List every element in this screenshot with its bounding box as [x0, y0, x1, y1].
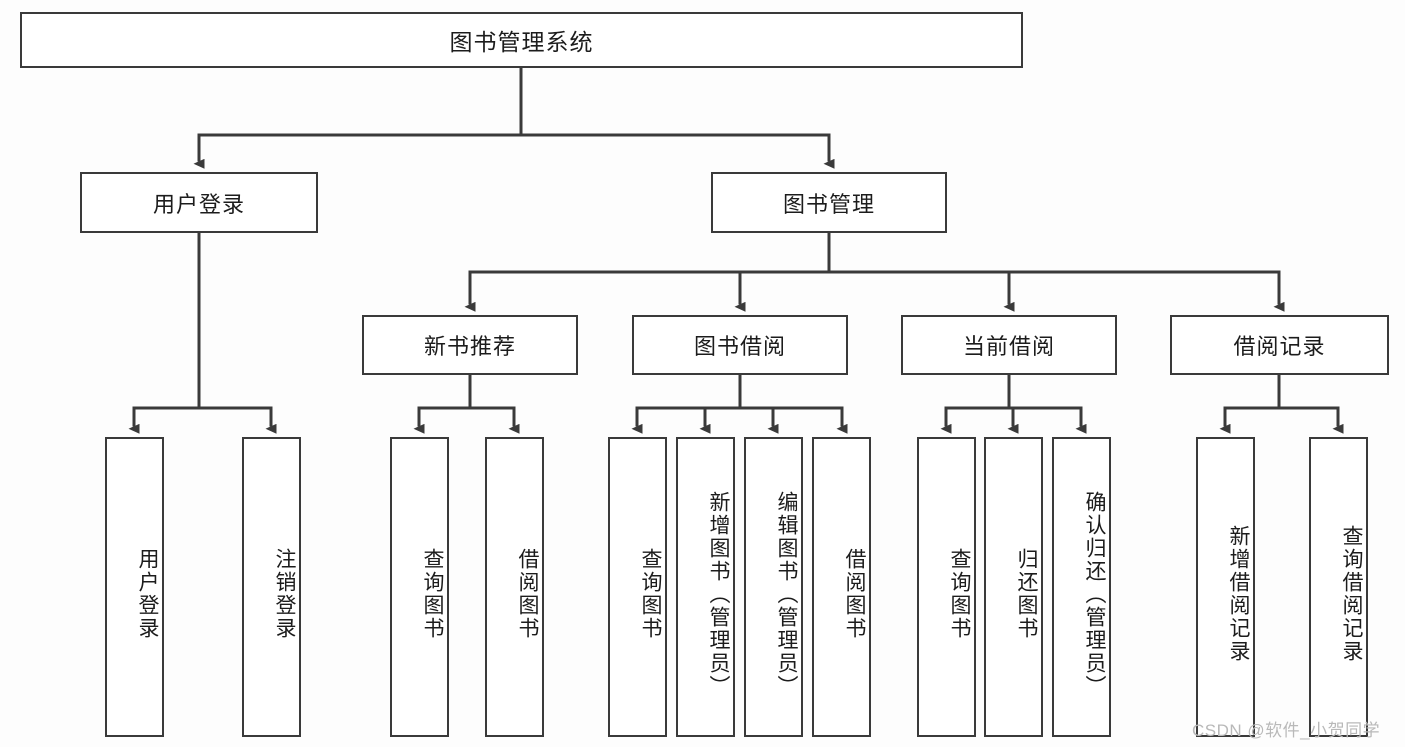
node-leaf-add-record[interactable]: 新增借阅记录	[1196, 437, 1255, 737]
node-leaf-borrow-book-2[interactable]: 借阅图书	[812, 437, 871, 737]
node-leaf-query-book-2[interactable]: 查询图书	[608, 437, 667, 737]
node-user-login[interactable]: 用户登录	[80, 172, 318, 233]
node-leaf-query-book-3[interactable]: 查询图书	[917, 437, 976, 737]
node-leaf-query-record[interactable]: 查询借阅记录	[1309, 437, 1368, 737]
node-leaf-query-book-1[interactable]: 查询图书	[390, 437, 449, 737]
node-leaf-edit-book[interactable]: 编辑图书（管理员）	[744, 437, 803, 737]
node-current-borrow[interactable]: 当前借阅	[901, 315, 1117, 375]
node-leaf-confirm-return[interactable]: 确认归还（管理员）	[1052, 437, 1111, 737]
node-new-book-recommend[interactable]: 新书推荐	[362, 315, 578, 375]
node-root-system[interactable]: 图书管理系统	[20, 12, 1023, 68]
node-leaf-logout-login[interactable]: 注销登录	[242, 437, 301, 737]
node-leaf-return-book[interactable]: 归还图书	[984, 437, 1043, 737]
node-book-borrow[interactable]: 图书借阅	[632, 315, 848, 375]
csdn-watermark: CSDN @软件_小贺同学	[1192, 721, 1381, 740]
node-borrow-record[interactable]: 借阅记录	[1170, 315, 1389, 375]
node-book-management[interactable]: 图书管理	[711, 172, 947, 233]
node-leaf-borrow-book-1[interactable]: 借阅图书	[485, 437, 544, 737]
node-leaf-user-login[interactable]: 用户登录	[105, 437, 164, 737]
node-leaf-add-book[interactable]: 新增图书（管理员）	[676, 437, 735, 737]
